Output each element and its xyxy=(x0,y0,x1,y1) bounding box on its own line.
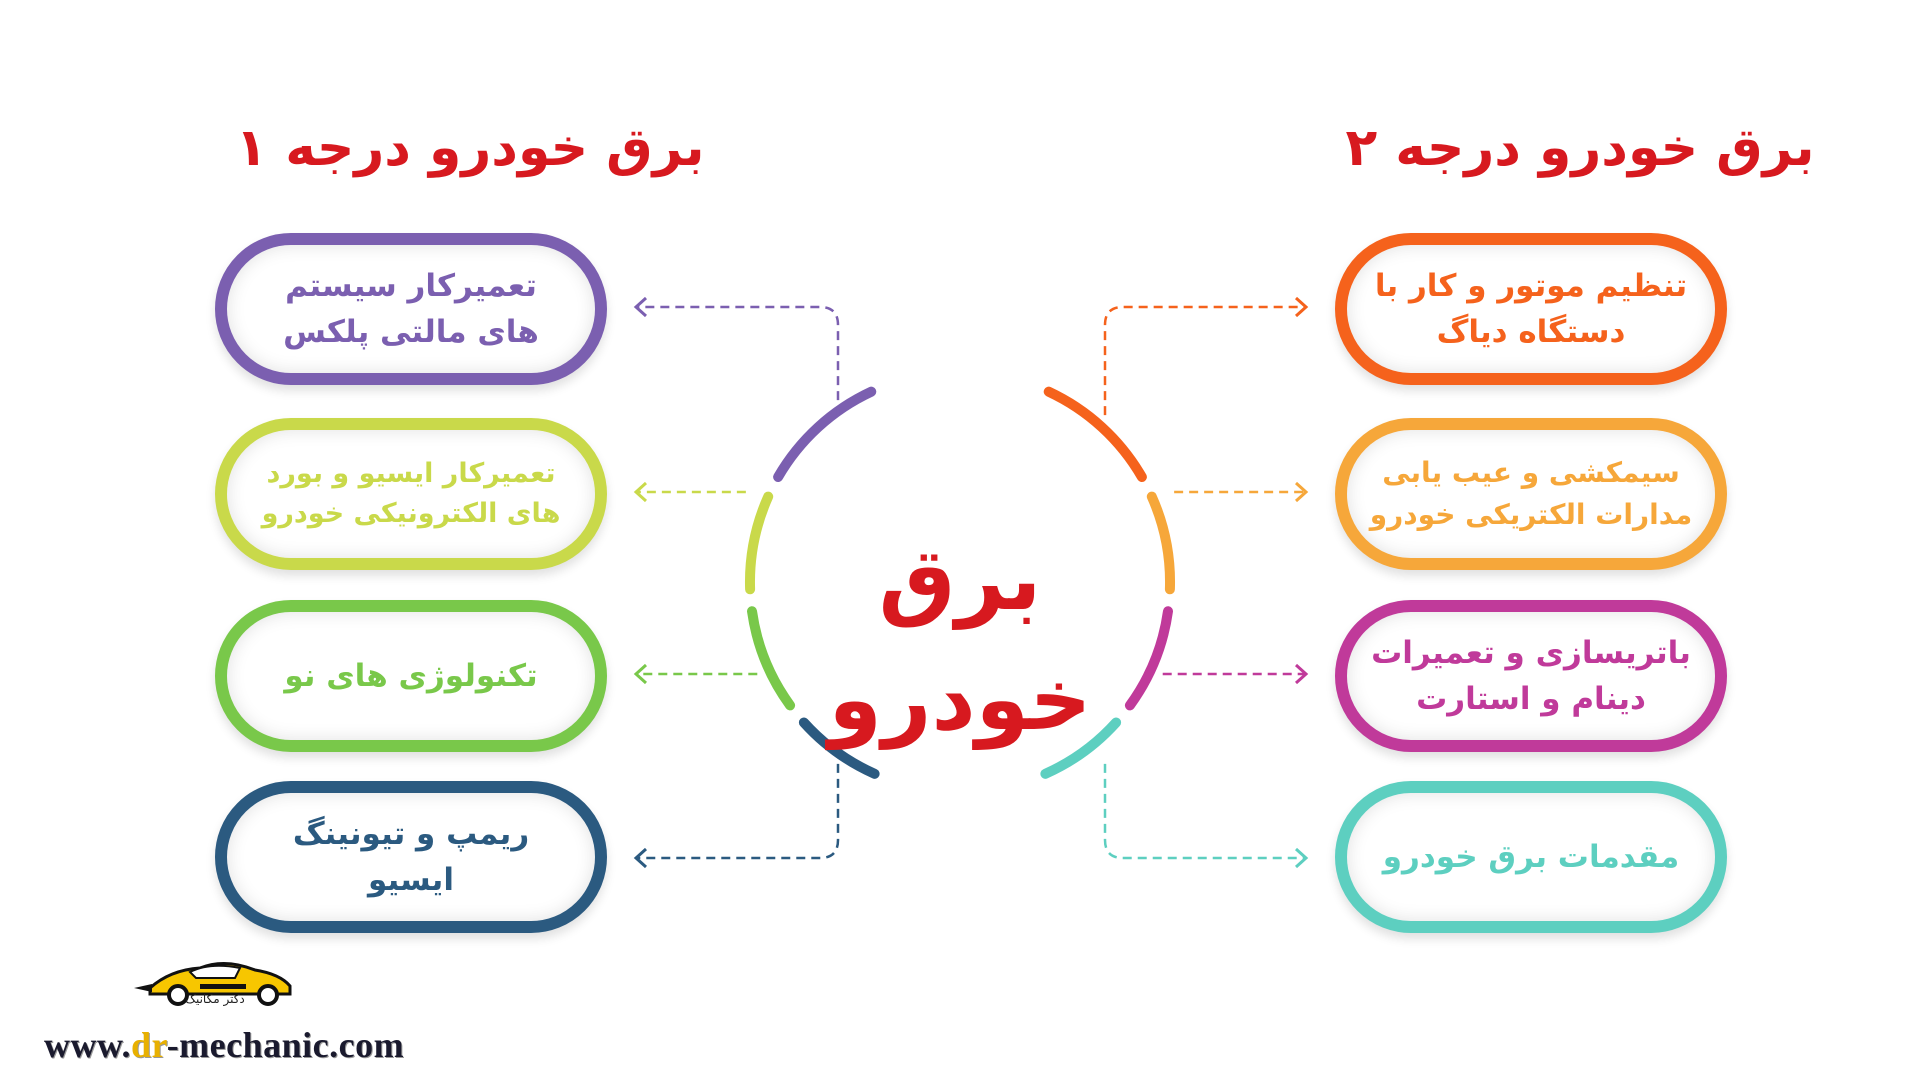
topic-label: تعمیرکار ایسیو و بورد های الکترونیکی خود… xyxy=(261,458,561,529)
arc-right-3 xyxy=(1040,717,1122,779)
heading-level-1: برق خودرو درجه ۱ xyxy=(235,118,705,178)
connector-left-3 xyxy=(636,763,840,860)
arc-left-1 xyxy=(745,491,774,595)
arrow-right-0 xyxy=(1294,296,1309,318)
arrow-left-2 xyxy=(633,663,648,685)
arc-right-0 xyxy=(1043,386,1147,482)
website-prefix: www. xyxy=(44,1025,132,1065)
connector-left-0 xyxy=(636,305,840,416)
arrow-left-0 xyxy=(633,296,648,318)
topic-label: تعمیرکار سیستم های مالتی پلکس xyxy=(283,268,539,350)
topic-new-technologies: تکنولوژی های نو xyxy=(215,600,607,752)
car-logo-icon xyxy=(134,962,292,1006)
topic-auto-electric-basics: مقدمات برق خودرو xyxy=(1335,781,1727,933)
website-accent: dr xyxy=(131,1025,167,1065)
arc-right-1 xyxy=(1146,491,1175,595)
logo-caption: دکتر مکانیک xyxy=(185,992,245,1006)
arrow-right-1 xyxy=(1294,481,1309,503)
website-url[interactable]: www.dr-mechanic.com xyxy=(44,1024,404,1066)
topic-ecu-remap-tuning: ریمپ و تیونینگ ایسیو xyxy=(215,781,607,933)
topic-label: تنظیم موتور و کار با دستگاه دیاگ xyxy=(1374,268,1688,350)
website-suffix: -mechanic.com xyxy=(166,1025,405,1065)
arc-left-0 xyxy=(773,386,877,482)
connector-right-3 xyxy=(1103,763,1306,860)
topic-label: تکنولوژی های نو xyxy=(284,658,538,694)
topic-wiring-diagnosis: سیمکشی و عیب یابی مدارات الکتریکی خودرو xyxy=(1335,418,1727,570)
arrow-left-3 xyxy=(633,847,648,869)
arc-right-2 xyxy=(1124,606,1173,711)
center-title: برق خودرو xyxy=(828,530,1092,750)
heading-level-2: برق خودرو درجه ۲ xyxy=(1345,118,1815,178)
topic-multiplex-repair: تعمیرکار سیستم های مالتی پلکس xyxy=(215,233,607,385)
arc-left-2 xyxy=(747,606,796,711)
topic-engine-tuning-diag: تنظیم موتور و کار با دستگاه دیاگ xyxy=(1335,233,1727,385)
arrow-right-3 xyxy=(1294,847,1309,869)
topic-battery-alternator-starter: باتریسازی و تعمیرات دینام و استارت xyxy=(1335,600,1727,752)
topic-label: مقدمات برق خودرو xyxy=(1382,839,1680,875)
arrow-left-1 xyxy=(633,481,648,503)
topic-label: سیمکشی و عیب یابی مدارات الکتریکی خودرو xyxy=(1369,456,1693,531)
topic-label: باتریسازی و تعمیرات دینام و استارت xyxy=(1371,635,1691,717)
topic-label: ریمپ و تیونینگ ایسیو xyxy=(292,816,530,898)
arrow-right-2 xyxy=(1294,663,1309,685)
connector-right-0 xyxy=(1103,305,1306,416)
topic-ecu-board-repair: تعمیرکار ایسیو و بورد های الکترونیکی خود… xyxy=(215,418,607,570)
arc-left-3 xyxy=(798,717,880,779)
